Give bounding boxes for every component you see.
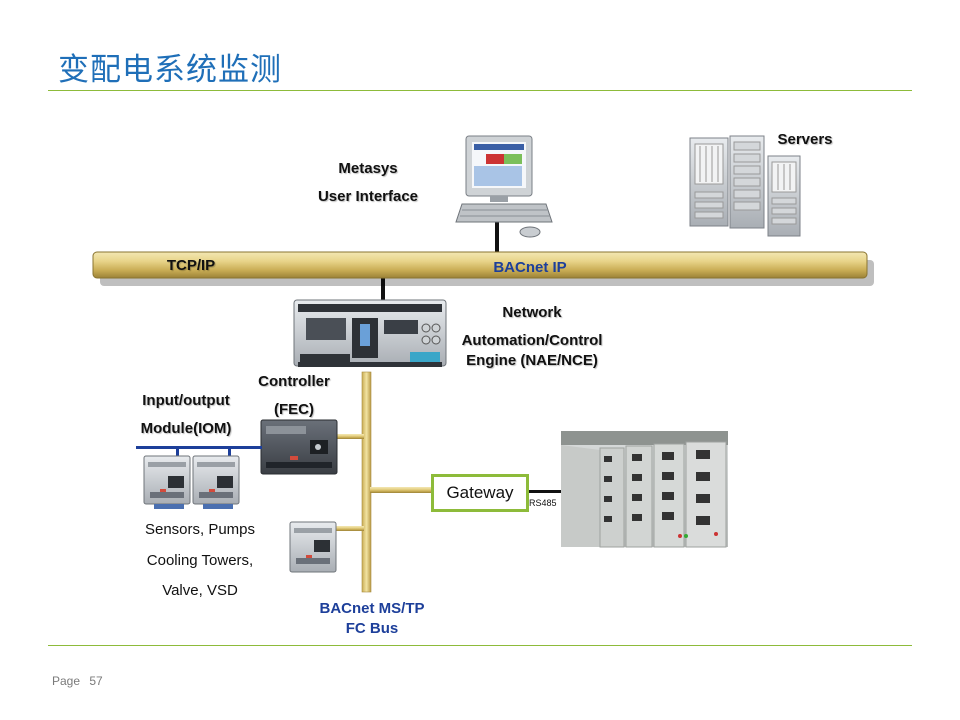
page-label: Page [52, 674, 81, 688]
bacnet-ip-backbone [92, 251, 874, 286]
nae-label-line3: Engine (NAE/NCE) [466, 352, 598, 369]
field-devices-line2: Cooling Towers, [146, 552, 254, 569]
field-devices-line1: Sensors, Pumps [144, 521, 256, 538]
ms-tp-fc-bus [334, 371, 432, 593]
rs485-label: RS485 [529, 498, 557, 508]
fec-label-line2: (FEC) [274, 401, 314, 418]
bus-label-line1: BACnet MS/TP [319, 600, 425, 617]
fec-label-line1: Controller [258, 373, 330, 390]
gateway-box: Gateway [431, 474, 529, 512]
workstation-drop-line [495, 222, 499, 256]
page-title: 变配电系统监测 [58, 52, 282, 88]
servers-label: Servers [777, 131, 833, 148]
iom-modules-icon [136, 446, 262, 509]
nae-drop-line [381, 278, 385, 300]
bacnet-ip-label: BACnet IP [493, 259, 567, 276]
rs485-link [526, 490, 562, 493]
metasys-label: Metasys [338, 160, 398, 177]
nae-label-line2: Automation/Control [461, 332, 603, 349]
page-number: 57 [89, 674, 103, 688]
workstation-icon [455, 135, 553, 238]
gateway-label: Gateway [446, 483, 514, 502]
tcp-ip-label: TCP/IP [166, 257, 216, 274]
iom-label-line1: Input/output [142, 392, 230, 409]
title-divider [48, 90, 912, 91]
nae-controller-icon [293, 299, 447, 367]
bus-label-line2: FC Bus [345, 620, 399, 637]
servers-icon [689, 135, 801, 237]
field-devices-line3: Valve, VSD [162, 582, 238, 599]
footer-divider [48, 645, 912, 646]
page-footer: Page 57 [52, 674, 103, 688]
iom-label-line2: Module(IOM) [140, 420, 232, 437]
fec-controller-icon [260, 419, 338, 475]
nae-label-line1: Network [502, 304, 562, 321]
field-controller-icon [289, 521, 337, 573]
user-interface-label: User Interface [317, 188, 419, 205]
switchgear-panel-image [561, 431, 728, 548]
